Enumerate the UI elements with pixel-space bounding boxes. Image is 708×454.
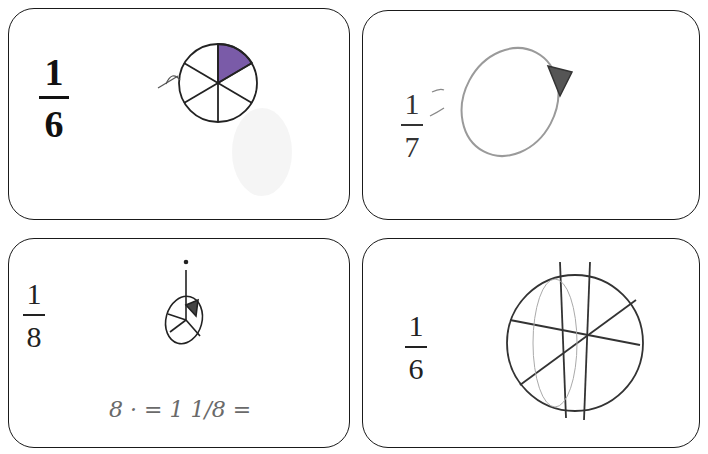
six-part-circle [158,44,292,196]
small-circle [160,261,207,348]
fraction-card: 17 [362,10,700,220]
printed-fraction: 17 [401,89,423,162]
denominator: 7 [405,132,420,162]
numerator: 1 [27,279,42,309]
printed-fraction: 16 [405,311,427,384]
fraction-card: 16 [8,8,350,220]
fraction-bar [23,314,45,316]
numerator: 1 [45,53,64,91]
numerator: 1 [409,311,424,341]
fraction-bar [401,124,423,126]
large-circle [507,262,643,420]
fraction-bar [405,346,427,348]
fraction-card: 16 [362,238,700,448]
denominator: 6 [409,354,424,384]
denominator: 6 [45,105,64,143]
oval-sketch [430,31,577,173]
numerator: 1 [405,89,420,119]
fraction-card: 188 · = 1 1/8 = [8,238,350,448]
printed-fraction: 18 [23,279,45,352]
fraction-bar [39,96,69,99]
denominator: 8 [27,322,42,352]
printed-fraction: 16 [39,53,69,143]
handwritten-note: 8 · = 1 1/8 = [109,397,251,422]
